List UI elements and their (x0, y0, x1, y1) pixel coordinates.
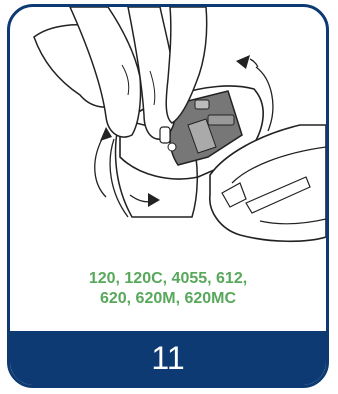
rotation-arrow-left (95, 139, 106, 197)
model-list: 120, 120C, 4055, 612, 620, 620M, 620MC (10, 269, 326, 309)
model-list-line-1: 120, 120C, 4055, 612, (10, 269, 326, 289)
instruction-card: 120, 120C, 4055, 612, 620, 620M, 620MC 1… (7, 4, 329, 388)
model-list-line-2: 620, 620M, 620MC (10, 289, 326, 309)
step-footer: 11 (10, 331, 326, 385)
illustration (10, 7, 326, 257)
rotation-arrow-right (256, 67, 273, 131)
step-number: 11 (151, 342, 184, 374)
